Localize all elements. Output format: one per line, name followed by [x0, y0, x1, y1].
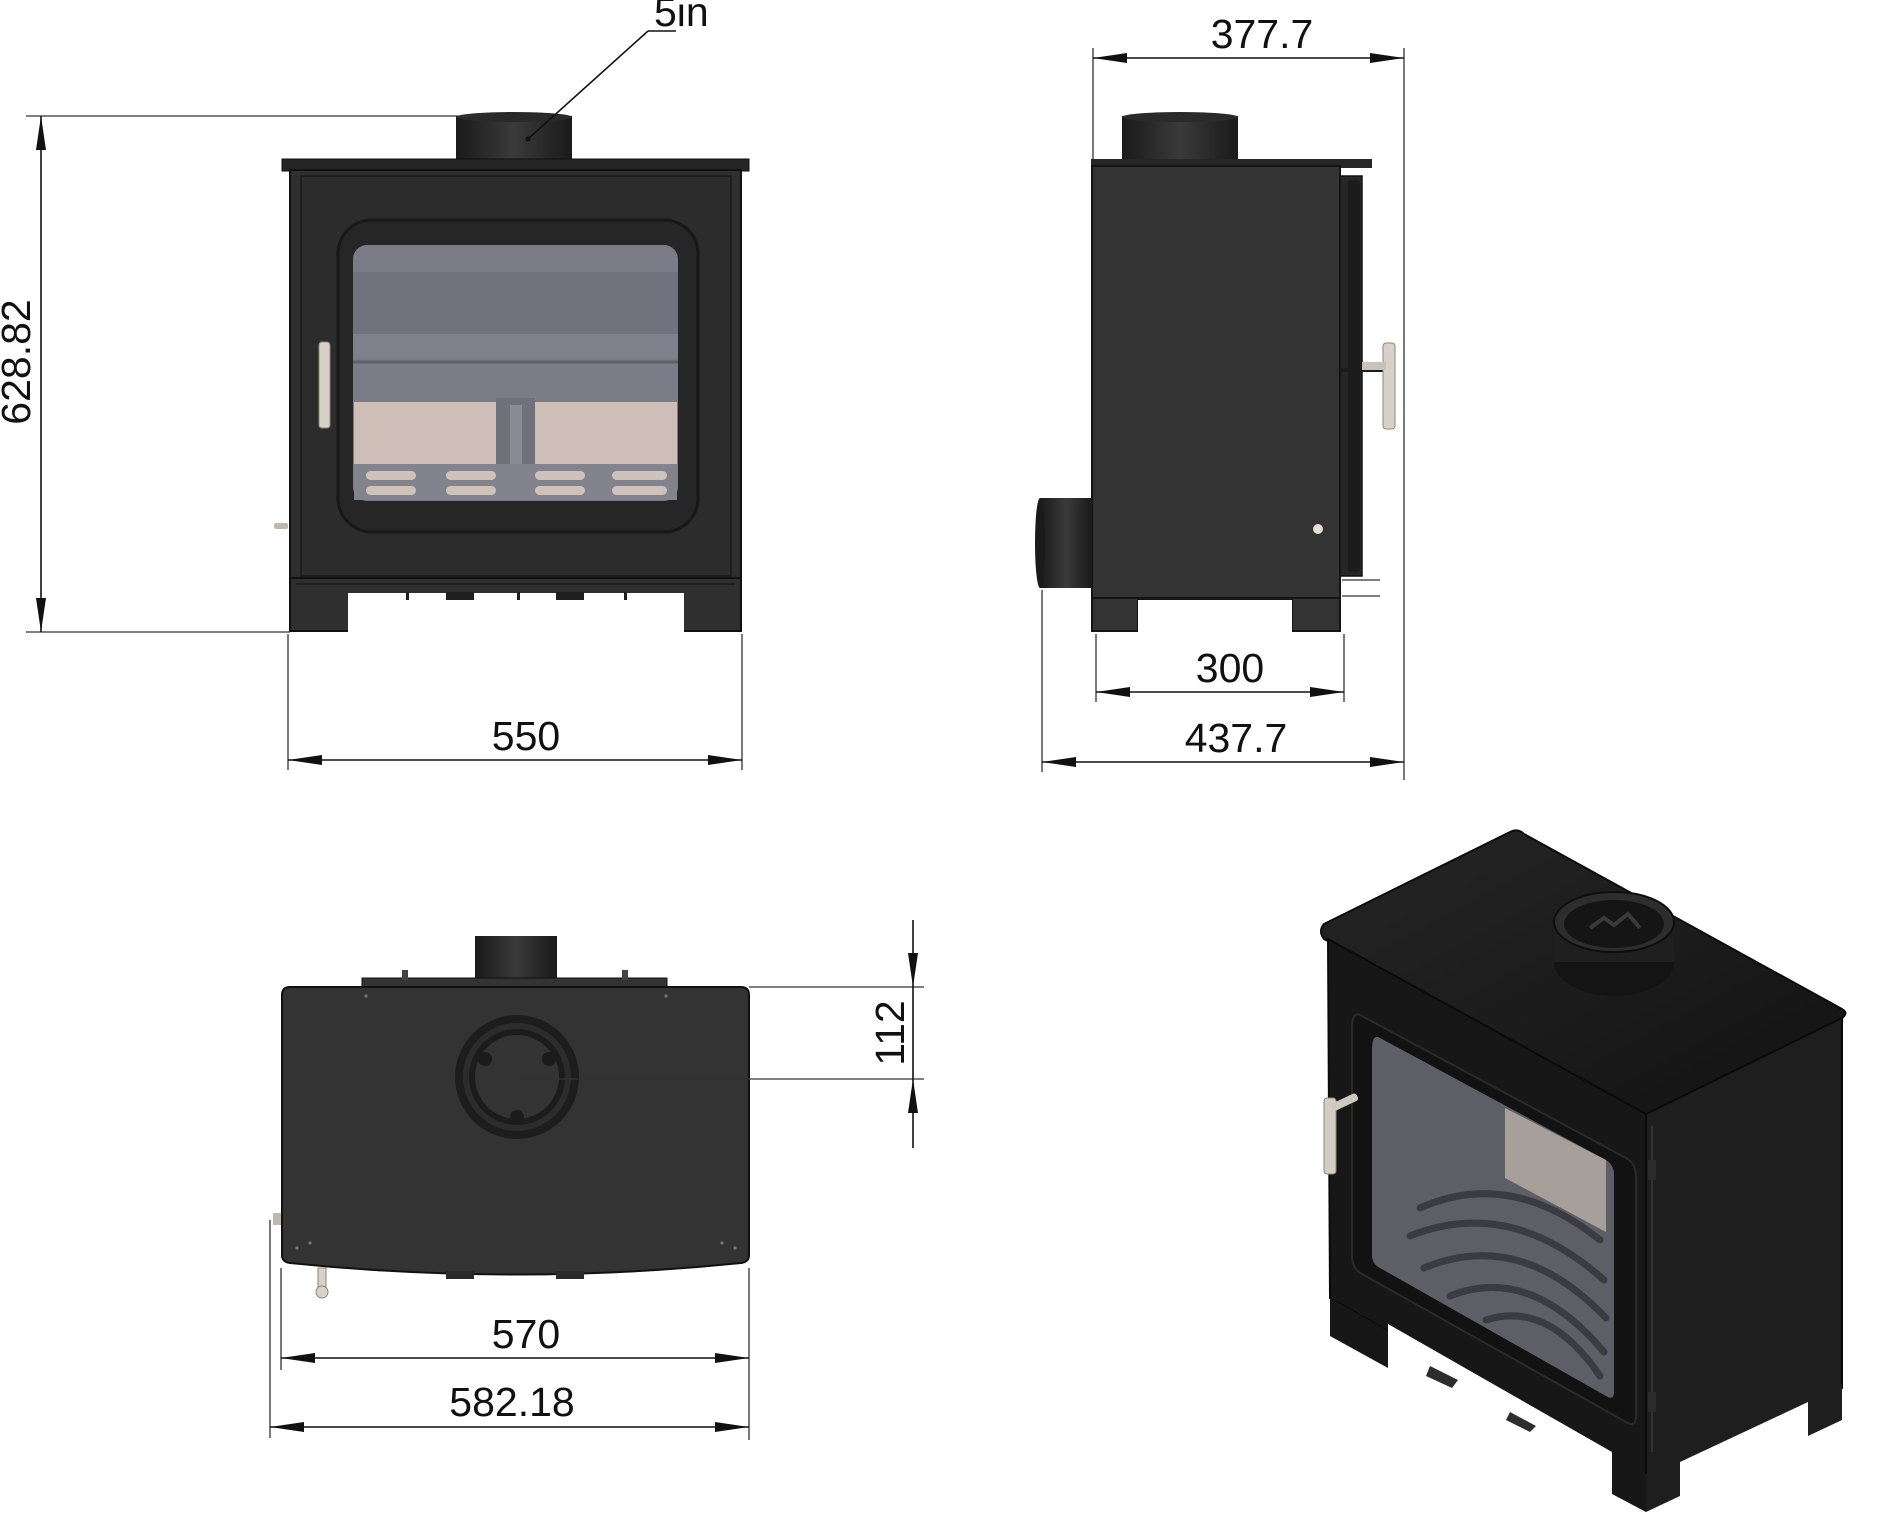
- top-flue-ring: [455, 1015, 579, 1139]
- isometric-view: [1320, 829, 1847, 1512]
- dim-top-width-overall: 582.18: [269, 1220, 749, 1438]
- dim-side-depth-top-label: 377.7: [1211, 11, 1314, 57]
- side-door-handle: [1382, 342, 1396, 430]
- dim-side-depth-total-label: 437.7: [1185, 715, 1288, 761]
- dim-side-leg-span-label: 300: [1196, 645, 1264, 691]
- dim-front-width-label: 550: [492, 713, 560, 759]
- dim-top-width-overall-label: 582.18: [449, 1379, 574, 1425]
- side-flue-collar: [1122, 116, 1238, 161]
- dim-side-leg-span: 300: [1095, 634, 1345, 702]
- dim-side-depth-total: 437.7: [1041, 590, 1404, 772]
- dim-side-depth-top: 377.7: [1092, 11, 1405, 780]
- side-view: [1035, 112, 1396, 632]
- front-firebrick-right: [535, 402, 677, 464]
- dim-flue-leader: 5in: [525, 0, 709, 142]
- side-body: [1091, 165, 1341, 599]
- dim-front-height-label: 628.82: [0, 299, 39, 424]
- iso-firebrick: [1505, 1108, 1606, 1232]
- dim-top-width-label: 570: [492, 1311, 560, 1357]
- side-rear-spigot: [1040, 498, 1092, 588]
- front-door-handle: [318, 341, 331, 429]
- dim-top-width: 570: [280, 1268, 750, 1440]
- iso-flue: [1553, 891, 1675, 996]
- iso-door-handle: [1323, 1093, 1359, 1175]
- front-glass: [353, 245, 678, 501]
- dim-top-flue-offset: 112: [517, 920, 924, 1148]
- dim-front-width: 550: [287, 634, 743, 770]
- dim-top-flue-offset-label: 112: [867, 1000, 913, 1065]
- front-firebrick-left: [354, 402, 496, 464]
- dim-front-height: 628.82: [0, 115, 480, 633]
- top-view: [273, 936, 750, 1299]
- front-flue-collar: [456, 116, 572, 161]
- top-flue-collar: [475, 936, 557, 982]
- front-view: [274, 112, 750, 632]
- dim-flue-label: 5in: [654, 0, 709, 35]
